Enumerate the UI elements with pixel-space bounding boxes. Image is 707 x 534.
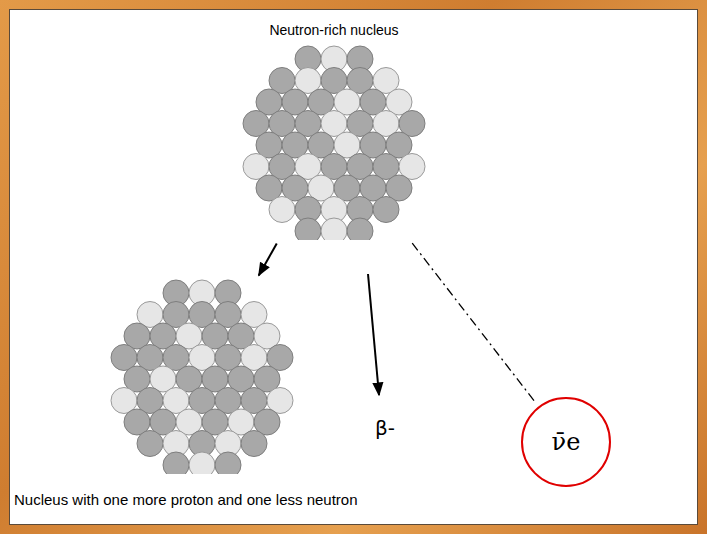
neutron-ball [295,218,321,240]
red-ring-outline [522,398,610,486]
proton-ball [189,452,215,474]
proton-ball [321,218,347,240]
beta-emission-arrow [368,274,379,395]
neutron-ball [163,452,189,474]
proton-ball [269,197,295,223]
nucleus-caption: Nucleus with one more proton and one les… [14,491,358,508]
neutron-ball [215,452,241,474]
decay-arrow [259,243,277,275]
nucleus-cluster: Neutron-rich nucleus [236,44,432,240]
nucleus-caption: Neutron-rich nucleus [269,22,398,38]
beta-particle-label: β- [375,416,395,440]
neutron-ball [373,197,399,223]
antineutrino-circle: ν̄e [520,396,612,488]
neutron-ball [347,218,373,240]
nucleus-drawing [236,44,432,240]
nucleus-drawing [104,278,300,474]
antineutrino-symbol: ν̄e [552,428,581,456]
nucleus-cluster: Nucleus with one more proton and one les… [104,278,300,474]
dash-dot-path [412,243,536,403]
neutron-ball [137,431,163,457]
neutron-ball [241,431,267,457]
